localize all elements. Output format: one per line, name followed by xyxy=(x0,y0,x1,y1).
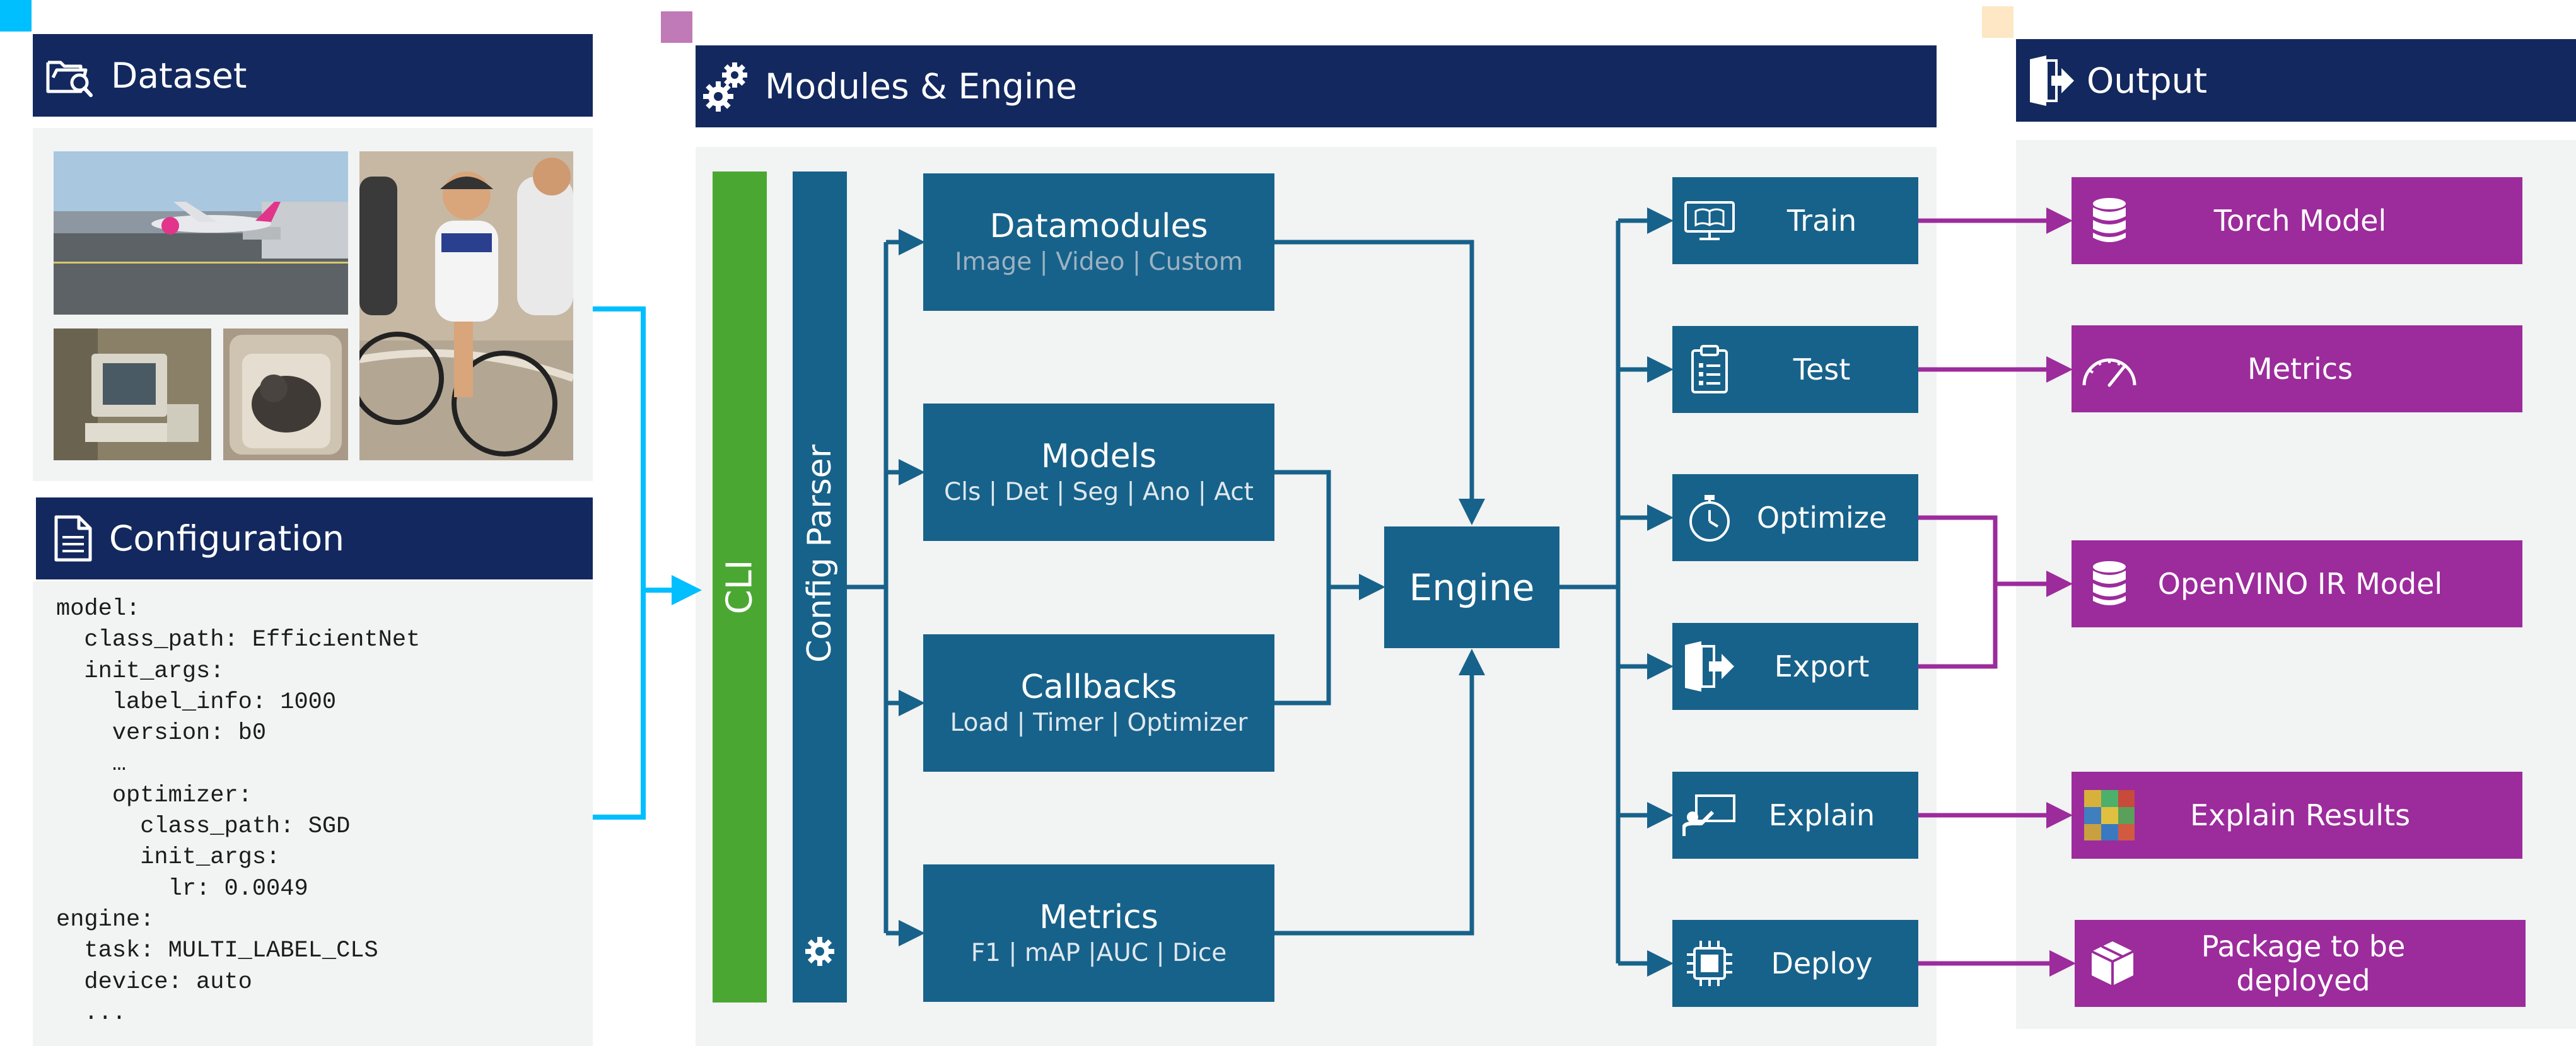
explain-results-label: Explain Results xyxy=(2189,798,2411,832)
export-label: Export xyxy=(1774,649,1870,683)
metrics-output-label: Metrics xyxy=(2247,352,2353,386)
config-code: model: class_path: EfficientNet init_arg… xyxy=(56,594,593,1029)
code-line: init_args: xyxy=(56,658,224,685)
stopwatch-icon xyxy=(1681,492,1738,543)
gauge-icon xyxy=(2072,350,2147,388)
clipboard-icon xyxy=(1681,344,1738,395)
models-title: Models xyxy=(1040,438,1157,475)
code-line: class_path: SGD xyxy=(56,813,351,840)
test-label: Test xyxy=(1793,352,1851,386)
callbacks-title: Callbacks xyxy=(1020,668,1177,706)
configuration-panel: model: class_path: EfficientNet init_arg… xyxy=(33,581,593,1046)
datamodules-title: Datamodules xyxy=(989,207,1208,245)
deploy-label: Deploy xyxy=(1771,946,1873,980)
callbacks-box[interactable]: Callbacks Load | Timer | Optimizer xyxy=(923,634,1274,772)
configuration-header: Configuration xyxy=(36,497,593,579)
train-label: Train xyxy=(1786,204,1857,238)
database-icon xyxy=(2072,561,2147,607)
modules-panel xyxy=(696,147,1937,1046)
heatmap-icon xyxy=(2072,790,2147,840)
dataset-marker xyxy=(0,0,32,32)
code-line: optimizer: xyxy=(56,782,252,809)
metrics-box[interactable]: Metrics F1 | mAP |AUC | Dice xyxy=(923,864,1274,1002)
config-parser-label: Config Parser xyxy=(801,445,839,663)
datamodules-subtitle: Image | Video | Custom xyxy=(955,248,1243,276)
test-button[interactable]: Test xyxy=(1672,326,1918,413)
explain-label: Explain xyxy=(1768,798,1875,832)
airport-photo xyxy=(54,151,348,315)
modules-title: Modules & Engine xyxy=(765,66,1077,107)
code-line: class_path: EfficientNet xyxy=(56,627,421,654)
code-line: label_info: 1000 xyxy=(56,689,337,716)
code-line: … xyxy=(56,751,127,778)
code-line: task: MULTI_LABEL_CLS xyxy=(56,938,378,965)
torch-model-output[interactable]: Torch Model xyxy=(2072,177,2522,264)
explain-button[interactable]: Explain xyxy=(1672,772,1918,859)
modules-header: Modules & Engine xyxy=(696,45,1937,127)
torch-model-label: Torch Model xyxy=(2213,204,2387,238)
package-output[interactable]: Package to be deployed xyxy=(2075,920,2526,1007)
exit-door-icon xyxy=(2029,54,2075,107)
metrics-title: Metrics xyxy=(1039,898,1158,936)
monitor-book-icon xyxy=(1681,200,1738,241)
output-header: Output xyxy=(2016,39,2576,122)
openvino-ir-label: OpenVINO IR Model xyxy=(2157,567,2443,601)
models-subtitle: Cls | Det | Seg | Ano | Act xyxy=(944,478,1254,506)
gears-icon xyxy=(703,61,749,112)
config-parser-bar: Config Parser xyxy=(793,171,847,1002)
dataset-title: Dataset xyxy=(111,55,247,96)
explain-results-output[interactable]: Explain Results xyxy=(2072,772,2522,859)
cli-label: CLI xyxy=(719,559,761,615)
optimize-button[interactable]: Optimize xyxy=(1672,474,1918,561)
output-marker xyxy=(1982,6,2014,38)
optimize-label: Optimize xyxy=(1756,501,1887,535)
database-icon xyxy=(2072,197,2147,244)
code-line: device: auto xyxy=(56,968,252,996)
chip-icon xyxy=(1681,938,1738,989)
train-button[interactable]: Train xyxy=(1672,177,1918,264)
package-label: Package to be deployed xyxy=(2201,929,2406,997)
dataset-header: Dataset xyxy=(33,34,593,117)
export-door-icon xyxy=(1681,640,1738,693)
code-line: version: b0 xyxy=(56,720,267,747)
code-line: ... xyxy=(56,999,127,1026)
configuration-title: Configuration xyxy=(109,518,344,559)
export-button[interactable]: Export xyxy=(1672,623,1918,710)
deploy-button[interactable]: Deploy xyxy=(1672,920,1918,1007)
cyclists-photo xyxy=(359,151,573,460)
computer-photo xyxy=(54,328,211,460)
folder-search-icon xyxy=(44,54,95,98)
presenter-icon xyxy=(1681,793,1738,837)
datamodules-box[interactable]: Datamodules Image | Video | Custom xyxy=(923,173,1274,311)
package-icon xyxy=(2075,940,2150,987)
modules-marker xyxy=(661,11,692,43)
callbacks-subtitle: Load | Timer | Optimizer xyxy=(950,709,1248,737)
gear-icon xyxy=(804,936,836,967)
openvino-ir-output[interactable]: OpenVINO IR Model xyxy=(2072,540,2522,627)
engine-box[interactable]: Engine xyxy=(1384,526,1559,648)
code-line: init_args: xyxy=(56,844,281,871)
code-line: model: xyxy=(56,596,141,622)
output-title: Output xyxy=(2087,60,2208,101)
document-icon xyxy=(54,514,93,562)
models-box[interactable]: Models Cls | Det | Seg | Ano | Act xyxy=(923,404,1274,541)
metrics-output[interactable]: Metrics xyxy=(2072,325,2522,412)
code-line: lr: 0.0049 xyxy=(56,875,308,902)
cat-photo xyxy=(223,328,348,460)
engine-label: Engine xyxy=(1409,566,1535,609)
metrics-subtitle: F1 | mAP |AUC | Dice xyxy=(970,939,1227,967)
cli-bar[interactable]: CLI xyxy=(713,171,767,1002)
code-line: engine: xyxy=(56,906,154,933)
